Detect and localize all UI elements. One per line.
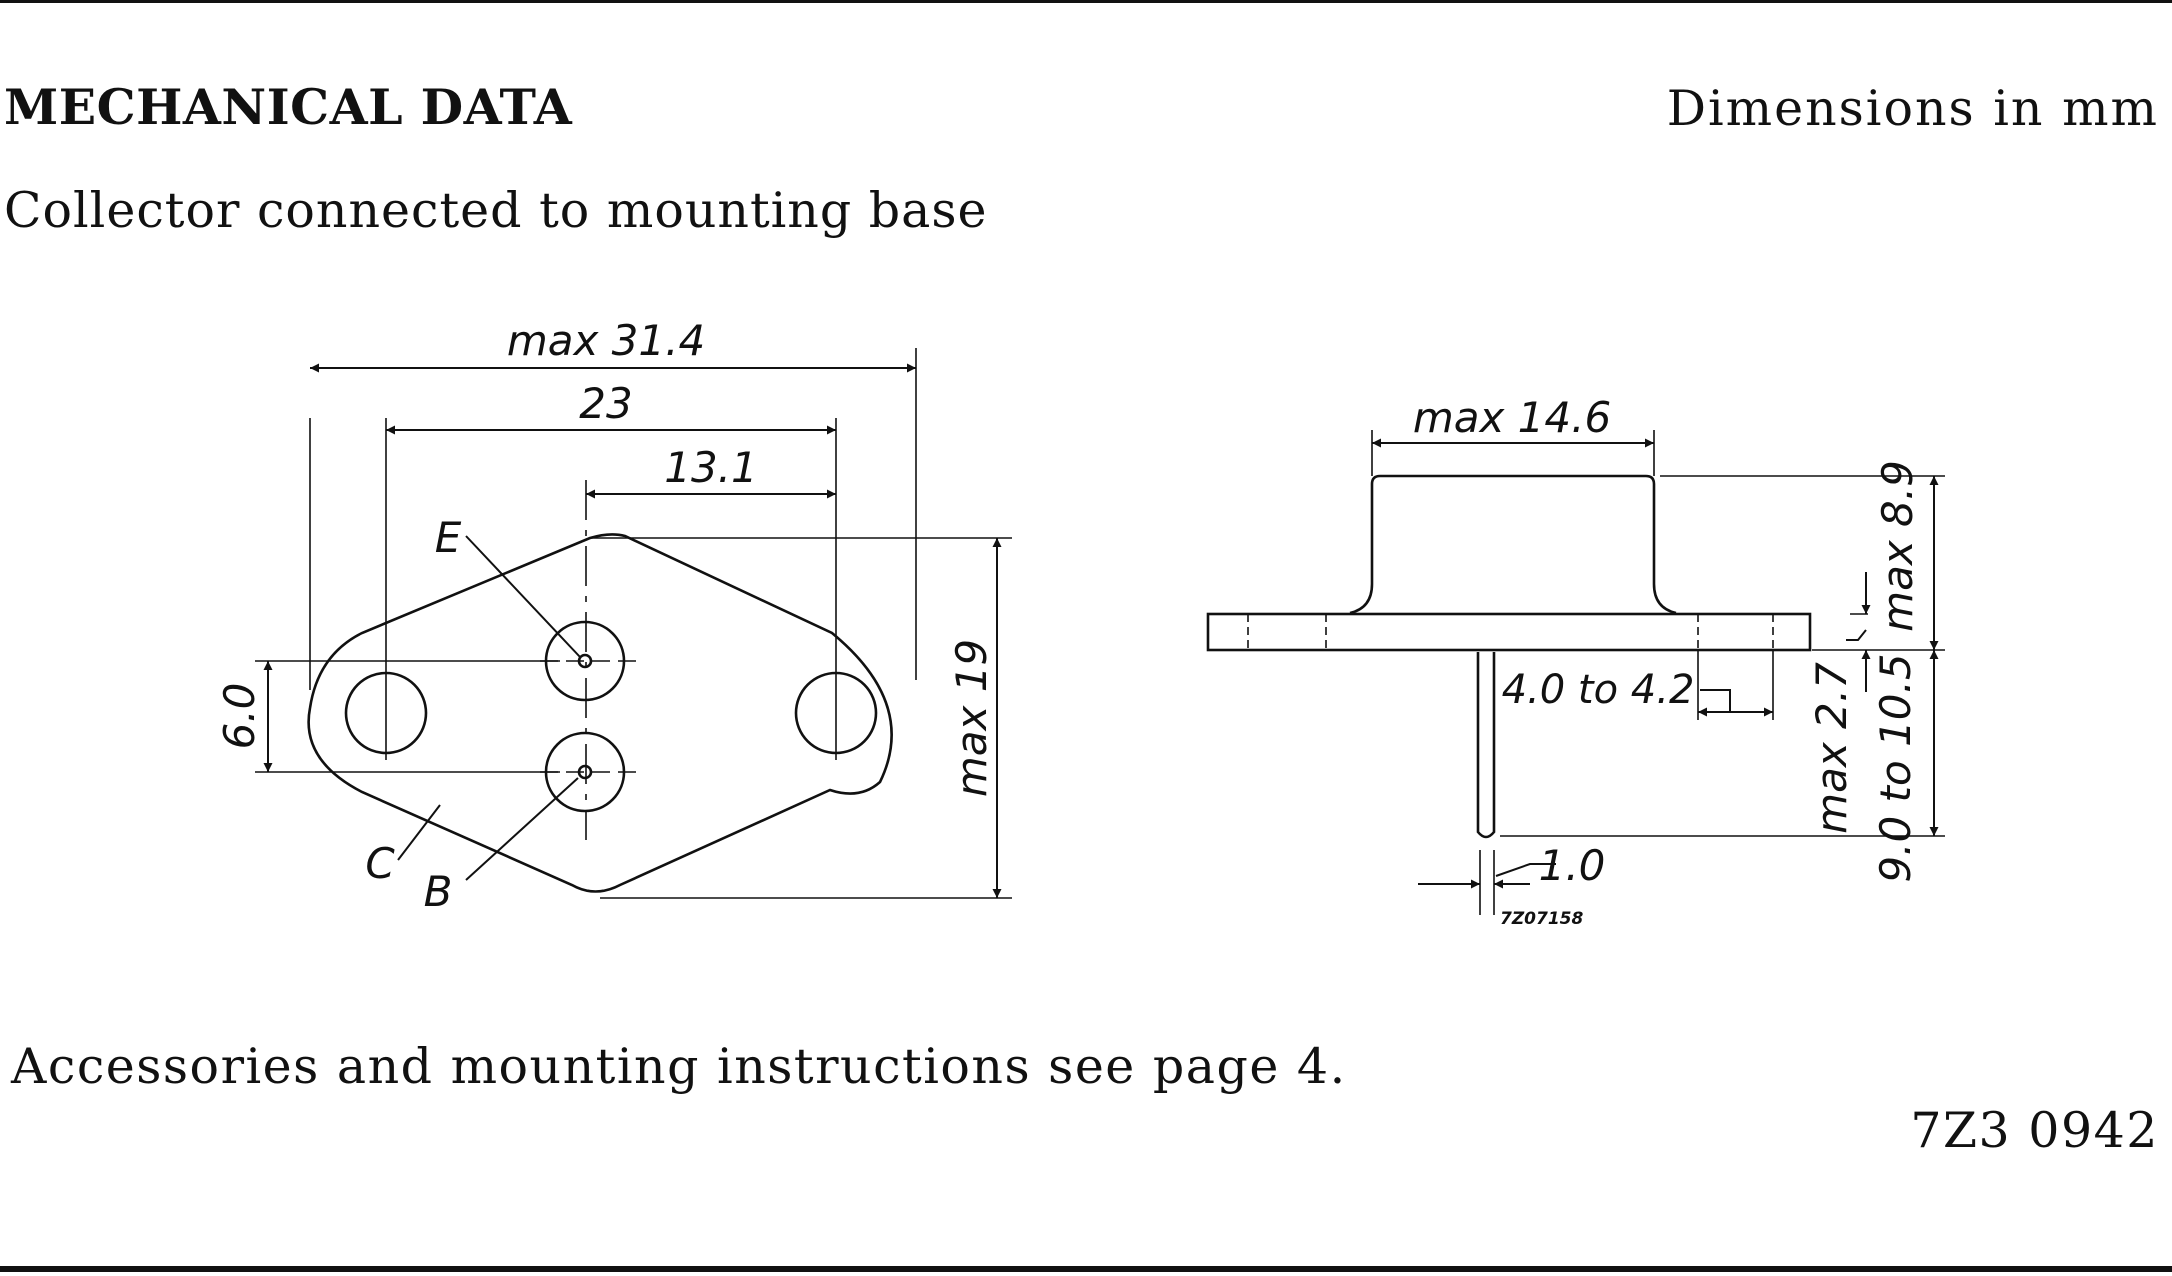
cap-outline xyxy=(1349,474,1677,615)
figure-code: 7Z3 0942 xyxy=(1910,1102,2159,1159)
lead xyxy=(1476,652,1496,839)
drawing-code: 7Z07158 xyxy=(1500,909,1583,929)
section-title: MECHANICAL DATA xyxy=(4,78,573,136)
dim-cap-height: max 8.9 xyxy=(1873,460,1922,632)
bottom-rule xyxy=(0,1266,2172,1272)
accessories-note: Accessories and mounting instructions se… xyxy=(11,1038,1347,1095)
flange xyxy=(1206,612,1812,652)
package-outline xyxy=(307,533,893,893)
subtitle: Collector connected to mounting base xyxy=(4,182,988,239)
side-view xyxy=(1206,430,1945,915)
dim-hole-width: 4.0 to 4.2 xyxy=(1502,667,1695,713)
label-emitter: E xyxy=(435,513,462,562)
dim-overall-width: max 31.4 xyxy=(507,316,705,365)
dim-flange-thickness: max 2.7 xyxy=(1807,662,1856,834)
dim-center-to-hole: 13.1 xyxy=(664,443,758,492)
side-view-labels: max 14.6 max 8.9 max 2.7 9.0 to 10.5 4.0… xyxy=(1413,393,1922,929)
units-note: Dimensions in mm xyxy=(1666,80,2159,137)
top-view-labels: max 31.4 23 13.1 6.0 max 19 E C B xyxy=(215,316,996,916)
dim-height: max 19 xyxy=(947,639,996,797)
dim-lead-length: 9.0 to 10.5 xyxy=(1871,653,1920,882)
top-view xyxy=(255,348,1012,899)
label-collector: C xyxy=(365,839,395,888)
label-base: B xyxy=(424,867,453,916)
dim-pin-spacing: 6.0 xyxy=(215,683,264,750)
dim-cap-width: max 14.6 xyxy=(1413,393,1611,442)
top-rule xyxy=(0,0,2172,3)
dim-hole-spacing: 23 xyxy=(579,379,632,428)
dim-lead-diameter: 1.0 xyxy=(1539,841,1606,890)
